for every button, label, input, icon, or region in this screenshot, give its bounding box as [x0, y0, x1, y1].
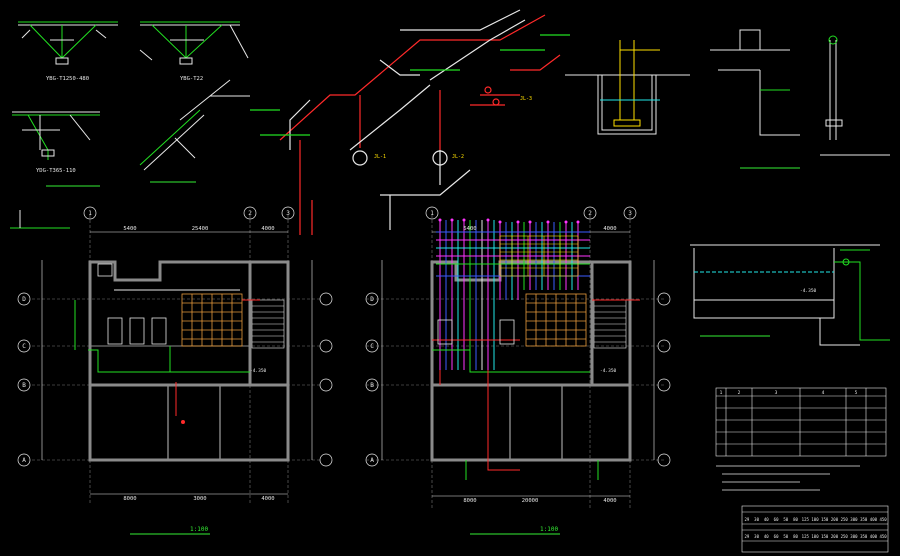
iso-tag-3: JL-3 — [520, 96, 532, 102]
pipe-size-cell: 50 — [783, 517, 788, 522]
dim-bottom-1: 8000 — [123, 496, 136, 502]
dim-bottom-2: 3000 — [193, 496, 206, 502]
dim-bottom-r1: 8000 — [463, 498, 476, 504]
pipe-size-cell: 300 — [850, 534, 858, 539]
pipe-size-cell: 350 — [860, 517, 868, 522]
detail-ybg-t2-label: YBG-T22 — [180, 76, 203, 82]
pipe-size-cell: 29 — [744, 534, 749, 539]
schedule-header-1: 1 — [720, 390, 723, 396]
pipe-size-cell: 60 — [774, 534, 779, 539]
grid-bubble-ra: A — [370, 457, 374, 464]
pipe-size-cell: 250 — [841, 534, 849, 539]
detail-ydg-t3 — [12, 111, 100, 160]
tank-section — [690, 244, 890, 346]
schedule-header-2: 2 — [738, 390, 741, 396]
grid-bubble-rd: D — [370, 296, 374, 303]
pipe-size-table — [741, 505, 889, 553]
plan-left-equipment — [181, 293, 243, 347]
grid-bubble-a: A — [22, 457, 26, 464]
iso-tag-2: JL-2 — [452, 154, 464, 160]
dim-top-2: 25400 — [192, 226, 209, 232]
grid-bubble-c: C — [22, 343, 26, 350]
pipe-size-cell: 400 — [870, 517, 878, 522]
plan-right-title: 1:100 — [540, 526, 558, 533]
plan-right-level: -4.350 — [600, 368, 617, 374]
grid-bubble-2: 2 — [248, 210, 252, 217]
pipe-size-cell: 300 — [850, 517, 858, 522]
pipe-size-cell: 30 — [754, 517, 759, 522]
dim-top-3: 4000 — [261, 226, 274, 232]
pipe-size-cell: 350 — [860, 534, 868, 539]
pipe-size-cell: 200 — [831, 517, 839, 522]
dim-top-1: 5400 — [123, 226, 136, 232]
pipe-size-cell: 80 — [793, 534, 798, 539]
pipe-size-cell: 125 — [802, 534, 810, 539]
detail-ydg-t3-label: YDG-T365-110 — [36, 168, 76, 174]
detail-sump-pit — [565, 40, 690, 135]
dim-bottom-r2: 20000 — [522, 498, 539, 504]
dim-bottom-3: 4000 — [261, 496, 274, 502]
schedule-header-4: 4 — [822, 390, 825, 396]
tank-level: -4.350 — [800, 288, 817, 294]
plan-left: 1 2 3 D C B A 5400 25400 4000 8000 3000 … — [17, 206, 333, 535]
detail-hanger-diagonal — [139, 79, 250, 183]
grid-bubble-3: 3 — [286, 210, 290, 217]
pipe-size-cell: 29 — [744, 517, 749, 522]
pipe-size-cell: 450 — [879, 517, 887, 522]
plan-left-level: -4.350 — [250, 368, 267, 374]
plan-right-pipe-bundle — [432, 220, 640, 480]
pipe-size-cell: 40 — [764, 534, 769, 539]
notes-block — [716, 465, 860, 491]
grid-bubble-1: 1 — [88, 210, 92, 217]
schedule-header-5: 5 — [855, 390, 858, 396]
grid-bubble-b: B — [22, 382, 26, 389]
pipe-size-cell: 100 — [811, 534, 819, 539]
pipe-size-cell: 450 — [879, 534, 887, 539]
pipe-size-cell: 100 — [811, 517, 819, 522]
iso-tag-1: JL-1 — [374, 154, 386, 160]
plan-left-drain-icon — [181, 420, 185, 424]
detail-iso-small — [10, 185, 100, 229]
pipe-size-cell: 125 — [802, 517, 810, 522]
detail-ybg-t1-label: YBG-T1250-480 — [46, 76, 89, 82]
detail-ybg-t1 — [18, 21, 118, 65]
equipment-schedule — [715, 387, 887, 457]
dim-top-r2: 4000 — [603, 226, 616, 232]
grid-bubble-r1: 1 — [430, 210, 434, 217]
pipe-size-cell: 400 — [870, 534, 878, 539]
pipe-size-cell: 200 — [831, 534, 839, 539]
plan-right-yellow-zone — [499, 235, 579, 277]
schedule-header-3: 3 — [775, 390, 778, 396]
grid-bubble-r3: 3 — [628, 210, 632, 217]
pipe-size-cell: 150 — [821, 534, 829, 539]
grid-bubble-rb: B — [370, 382, 374, 389]
pipe-size-cell: 40 — [764, 517, 769, 522]
pipe-size-cell: 150 — [821, 517, 829, 522]
grid-bubble-d: D — [22, 296, 26, 303]
pipe-size-cell: 80 — [793, 517, 798, 522]
grid-bubble-rc: C — [370, 343, 374, 350]
isometric-pipe-system — [250, 9, 570, 235]
plan-right: 1 2 3 D C B A 5400 4000 8000 20000 4000 … — [365, 206, 671, 535]
detail-ybg-t2 — [139, 21, 249, 65]
pipe-size-cell: 30 — [754, 534, 759, 539]
plan-left-title: 1:100 — [190, 526, 208, 533]
grid-bubble-r2: 2 — [588, 210, 592, 217]
dim-bottom-r3: 4000 — [603, 498, 616, 504]
pipe-size-cell: 60 — [774, 517, 779, 522]
pipe-size-cell: 50 — [783, 534, 788, 539]
dim-top-r1: 5400 — [463, 226, 476, 232]
pipe-size-cell: 250 — [841, 517, 849, 522]
detail-water-tank-vent — [710, 29, 890, 169]
